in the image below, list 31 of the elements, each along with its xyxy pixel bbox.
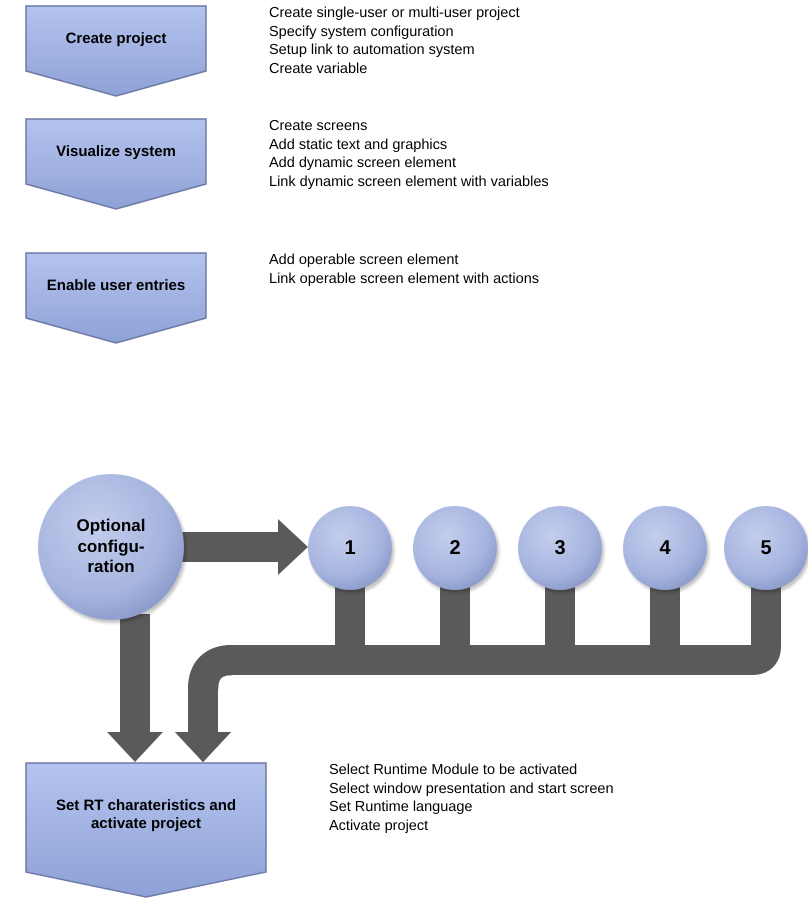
process-chevron [25, 762, 267, 898]
flow-arrow [107, 614, 163, 762]
step-description: Link operable screen element with actions [269, 270, 540, 288]
circle-label: 1 [344, 536, 356, 560]
step-title: Enable user entries [46, 276, 186, 294]
circle-label: 5 [760, 536, 772, 560]
process-chevron [25, 252, 207, 344]
step-description: Set Runtime language [329, 798, 474, 816]
step-description: Add dynamic screen element [269, 154, 457, 172]
process-chevron [25, 5, 207, 97]
step-description: Select Runtime Module to be activated [329, 761, 578, 780]
step-description: Select window presentation and start screen [329, 780, 614, 798]
circle-label: 2 [449, 536, 461, 560]
step-description: Specify system configuration [269, 22, 455, 41]
step-title: Create project [64, 30, 168, 48]
step-description: Create screens [269, 117, 368, 136]
process-chevron [25, 118, 207, 210]
circle-label: 3 [554, 536, 566, 560]
circle-label: Optional configu-ration [76, 516, 146, 578]
step-description: Create variable [269, 60, 368, 78]
step-description: Link dynamic screen element with variables [269, 172, 549, 191]
flow-arrow [182, 519, 308, 575]
circle-label: 4 [659, 536, 671, 560]
step-description: Create single-user or multi-user project [269, 4, 520, 22]
step-description: Setup link to automation system [269, 41, 476, 60]
step-description: Add static text and graphics [269, 136, 448, 154]
step-title: Visualize system [55, 142, 177, 160]
flow-arrow [175, 586, 781, 762]
step-description: Activate project [329, 816, 430, 835]
step-description: Add operable screen element [269, 251, 460, 270]
step-title: Set RT charateristics and activate project [54, 797, 238, 833]
